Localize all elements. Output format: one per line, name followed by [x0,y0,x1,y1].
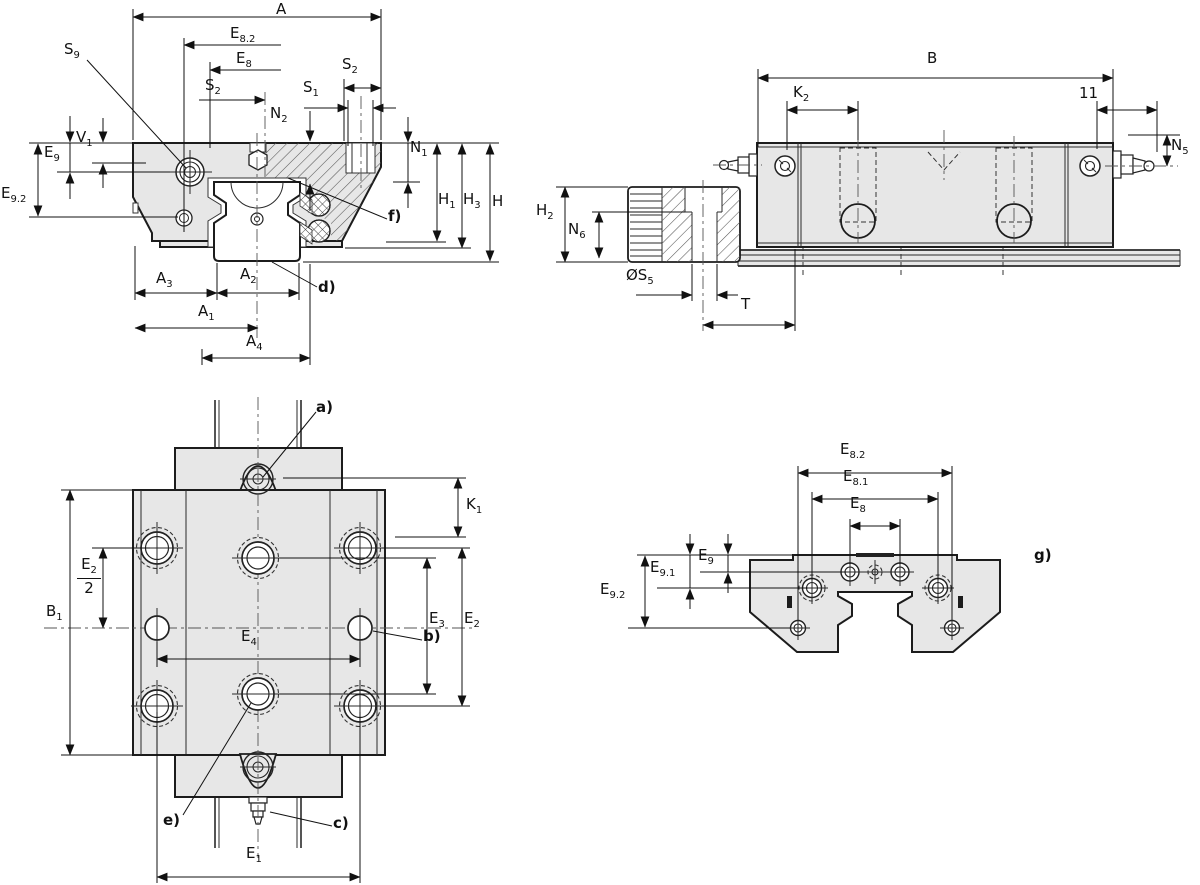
dim-label-E2-half: E2 2 [74,557,104,596]
dim-label-A4: A4 [246,332,263,353]
ball-bearing-section [299,191,331,245]
dim-label-B: B [927,49,938,67]
dim-label-E8-2-end: E8.2 [840,440,866,461]
rail-plan-lines [214,400,302,848]
plan-view [44,397,472,883]
dim-label-H2: H2 [536,201,554,222]
rail-section-piece [627,180,741,331]
side-view-dimensions [556,69,1180,331]
dim-label-T: T [741,295,751,313]
dim-label-E9-1-end: E9.1 [650,558,676,579]
callout-f: f) [388,207,402,225]
dim-label-K2: K2 [793,83,810,104]
dim-label-E9-2-end: E9.2 [600,580,626,601]
dim-label-S2-right: S2 [342,55,358,76]
dim-label-N1: N1 [410,138,428,159]
cross-section-view [29,9,499,365]
dim-label-E9: E9 [44,143,60,164]
dim-label-S2-left: S2 [205,76,221,97]
hex-socket-screw [248,149,268,171]
dim-label-B1: B1 [46,602,63,623]
dim-label-K1: K1 [466,495,483,516]
end-view-dimensions [628,466,953,629]
dim-label-S9: S9 [64,40,80,61]
dim-label-E8-1-end: E8.1 [843,467,869,488]
dim-label-N6: N6 [568,220,586,241]
dim-label-H1: H1 [438,190,456,211]
dim-label-V1: V1 [76,128,93,149]
dim-label-A2: A2 [240,265,257,286]
end-face-view [628,466,1001,653]
dim-label-E1: E1 [246,844,262,865]
dim-label-E8: E8 [236,49,252,70]
end-cap-screw [774,155,1101,177]
cross-section-dimensions [29,9,499,365]
dim-label-11: 11 [1079,84,1099,102]
callout-e: e) [163,811,181,829]
dim-label-E4: E4 [241,627,257,648]
side-elevation-view [556,69,1181,331]
callout-g: g) [1034,546,1052,564]
guide-rail-side [737,249,1181,267]
dim-label-S1: S1 [303,78,319,99]
dim-label-A1: A1 [198,302,215,323]
callout-c: c) [333,814,349,832]
dim-label-H3: H3 [463,190,481,211]
dim-label-E3: E3 [429,609,445,630]
callout-b: b) [423,627,441,645]
runner-block-side [756,142,1114,248]
dim-label-H: H [492,192,504,210]
dim-label-E2: E2 [464,609,480,630]
mounting-holes-plan [131,522,386,732]
callout-d: d) [318,278,336,296]
callout-a: a) [316,398,333,416]
dim-label-S5: ØS5 [626,266,654,287]
dim-label-E9-2: E9.2 [1,184,27,205]
dim-label-E8-2: E8.2 [230,24,256,45]
dim-label-N5: N5 [1171,136,1189,157]
dim-label-N2: N2 [270,104,288,125]
block-body-plan [132,489,386,756]
dim-label-A: A [276,0,287,18]
dim-label-E8-end: E8 [850,494,866,515]
dim-label-E9-end: E9 [698,546,714,567]
dim-label-A3: A3 [156,269,173,290]
plan-view-dimensions [61,411,470,883]
